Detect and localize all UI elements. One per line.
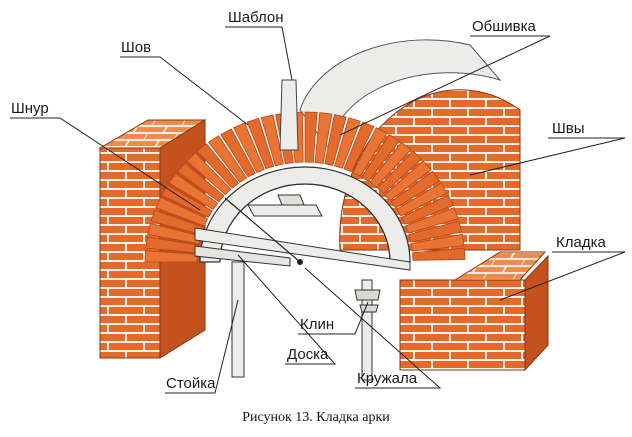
sheathing-boards — [247, 194, 323, 217]
support-posts — [231, 261, 381, 381]
label-sheathing: Обшивка — [472, 18, 537, 35]
label-seams: Швы — [552, 120, 585, 137]
arch-brick — [390, 171, 441, 209]
horizontal-board — [194, 227, 411, 271]
cord-center-point — [297, 259, 303, 265]
arch-brick — [220, 128, 256, 178]
arch-brick — [186, 152, 232, 196]
arch-brick — [304, 111, 318, 163]
label-board: Доска — [287, 346, 329, 363]
arch-brick — [412, 247, 466, 261]
arch-brick — [260, 114, 284, 167]
arch-brick — [401, 194, 454, 225]
arch-brick — [369, 141, 412, 188]
arch-brick — [144, 250, 198, 263]
label-masonry: Кладка — [556, 234, 606, 251]
arch-brick — [405, 207, 459, 234]
figure-caption: Рисунок 13. Кладка арки — [242, 410, 390, 425]
arch-brick — [343, 121, 375, 173]
template-piece — [279, 79, 299, 151]
leader-lines — [10, 26, 626, 394]
cord-line — [224, 197, 301, 263]
arch-brick — [352, 127, 388, 177]
label-template: Шаблон — [228, 9, 284, 26]
arch-brick — [314, 112, 333, 164]
arch-brick — [377, 150, 422, 194]
label-cord: Шнур — [11, 100, 49, 117]
label-seam: Шов — [121, 39, 151, 56]
arch-brick — [334, 117, 361, 169]
label-post: Стойка — [166, 375, 216, 392]
label-centering: Кружала — [357, 370, 418, 387]
arch-brick — [196, 143, 240, 189]
arch-masonry-diagram: Шаблон Шов Обшивка Шнур Швы Кладка Клин … — [10, 9, 626, 394]
arch-brick — [361, 133, 400, 182]
arch-brick — [408, 220, 463, 243]
arch-brick — [246, 117, 275, 170]
arch-brick — [208, 135, 248, 183]
arch-brick — [324, 114, 347, 166]
arch-brick — [176, 162, 225, 203]
arch-brick — [155, 196, 209, 227]
arch-brick — [410, 233, 465, 252]
arch-brick — [168, 173, 219, 210]
arch-brick — [396, 182, 448, 217]
right-pier — [399, 251, 549, 372]
arch-brick — [384, 160, 432, 201]
label-wedge: Клин — [300, 316, 334, 333]
